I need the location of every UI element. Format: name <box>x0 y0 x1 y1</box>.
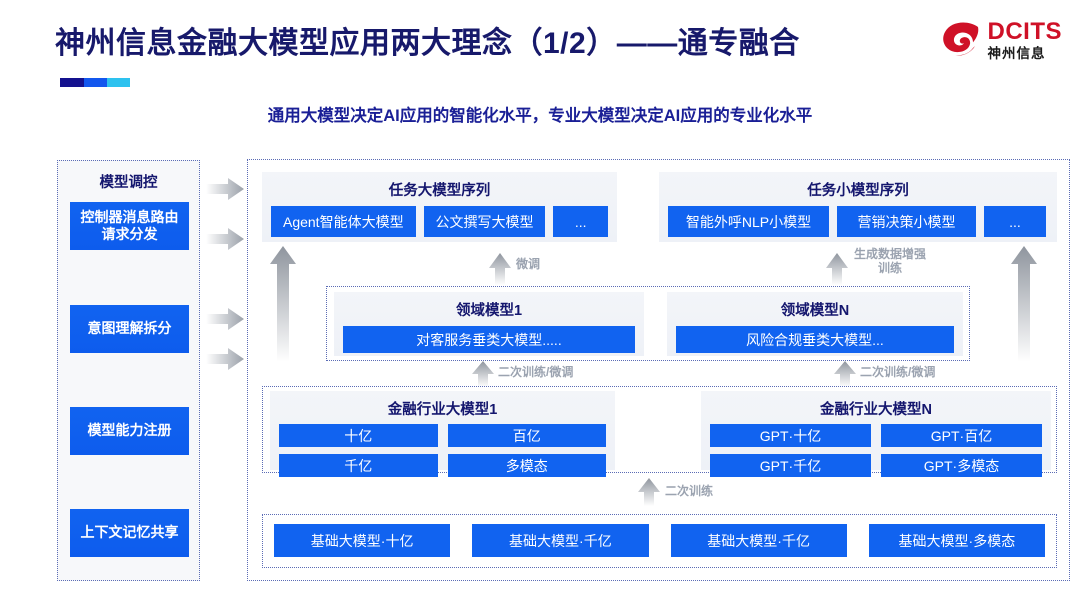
chip-gpt-hundred-billion[interactable]: GPT·千亿 <box>710 454 871 477</box>
chip-foundation-hundred-b[interactable]: 基础大模型·千亿 <box>472 524 649 557</box>
chip-marketing[interactable]: 营销决策小模型 <box>837 206 976 237</box>
chip-risk-compliance-model[interactable]: 风险合规垂类大模型... <box>676 326 954 353</box>
control-button-router[interactable]: 控制器消息路由请求分发 <box>70 202 189 250</box>
industry-model-n-title: 金融行业大模型N <box>820 402 932 418</box>
brand-logo: DCITS 神州信息 <box>942 20 1063 61</box>
chip-hundred-billion[interactable]: 千亿 <box>279 454 438 477</box>
accent-segment-2 <box>84 78 107 87</box>
chip-foundation-multimodal[interactable]: 基础大模型·多模态 <box>868 524 1045 557</box>
label-retrain-finetune-right: 二次训练/微调 <box>860 365 936 379</box>
logo-text-cn: 神州信息 <box>987 46 1046 61</box>
arrow-up-icon-left-tall <box>270 246 296 362</box>
domain-model-1-chips: 对客服务垂类大模型..... <box>334 320 644 362</box>
chip-more-left[interactable]: ... <box>553 206 608 237</box>
task-small-model-chips: 智能外呼NLP小模型 营销决策小模型 ... <box>659 200 1057 246</box>
domain-model-n-panel: 领域模型N 风险合规垂类大模型... <box>667 292 963 356</box>
accent-segment-3 <box>107 78 130 87</box>
domain-model-n-title: 领域模型N <box>780 303 850 319</box>
arrow-up-icon-retrain-left <box>472 361 494 387</box>
industry-model-1-panel: 金融行业大模型1 十亿 百亿 千亿 多模态 <box>270 391 615 477</box>
domain-model-frame: 领域模型1 对客服务垂类大模型..... 领域模型N 风险合规垂类大模型... <box>326 286 970 361</box>
domain-model-1-title: 领域模型1 <box>455 303 523 319</box>
task-large-model-chips: Agent智能体大模型 公文撰写大模型 ... <box>262 200 617 246</box>
task-large-model-title: 任务大模型序列 <box>388 183 491 199</box>
chip-agent-model[interactable]: Agent智能体大模型 <box>271 206 416 237</box>
chip-nlp-outbound[interactable]: 智能外呼NLP小模型 <box>668 206 829 237</box>
control-panel: 模型调控 控制器消息路由请求分发 意图理解拆分 模型能力注册 上下文记忆共享 <box>57 160 200 581</box>
control-button-intent[interactable]: 意图理解拆分 <box>70 305 189 353</box>
foundation-model-frame: 基础大模型·十亿 基础大模型·千亿 基础大模型·千亿 基础大模型·多模态 <box>262 514 1057 568</box>
arrow-up-icon-finetune <box>489 253 511 285</box>
task-small-model-title: 任务小模型序列 <box>807 183 909 199</box>
label-retrain-finetune-left: 二次训练/微调 <box>498 365 574 379</box>
page-title: 神州信息金融大模型应用两大理念（1/2）——通专融合 <box>55 27 800 60</box>
chip-doc-writing[interactable]: 公文撰写大模型 <box>423 206 546 237</box>
chip-gpt-ten-billion[interactable]: GPT·百亿 <box>881 424 1042 447</box>
chip-customer-service-model[interactable]: 对客服务垂类大模型..... <box>343 326 635 353</box>
arrow-right-icon-1 <box>206 178 244 200</box>
chip-foundation-billion[interactable]: 基础大模型·十亿 <box>274 524 451 557</box>
chip-billion[interactable]: 十亿 <box>279 424 438 447</box>
arrow-right-icon-2 <box>206 228 244 250</box>
dcits-swirl-icon <box>942 22 978 56</box>
arrow-up-icon-data-aug <box>826 253 848 285</box>
control-button-registry[interactable]: 模型能力注册 <box>70 407 189 455</box>
chip-foundation-trillion[interactable]: 基础大模型·千亿 <box>670 524 847 557</box>
arrow-right-icon-3 <box>206 308 244 330</box>
arrow-up-icon-right-tall <box>1011 246 1037 362</box>
arrow-right-icon-4 <box>206 348 244 370</box>
chip-more-right[interactable]: ... <box>984 206 1046 237</box>
arrow-up-icon-retrain-right <box>834 361 856 387</box>
arrow-up-icon-retrain <box>638 478 660 506</box>
chip-gpt-multimodal[interactable]: GPT·多模态 <box>881 454 1042 477</box>
label-fine-tune: 微调 <box>516 257 541 271</box>
industry-model-n-panel: 金融行业大模型N GPT·十亿 GPT·百亿 GPT·千亿 GPT·多模态 <box>701 391 1051 477</box>
chip-ten-billion[interactable]: 百亿 <box>447 424 606 447</box>
logo-text-en: DCITS <box>987 18 1062 45</box>
control-button-memory[interactable]: 上下文记忆共享 <box>70 509 189 557</box>
page-subtitle: 通用大模型决定AI应用的智能化水平，专业大模型决定AI应用的专业化水平 <box>267 107 813 125</box>
architecture-diagram: 任务大模型序列 Agent智能体大模型 公文撰写大模型 ... 任务小模型序列 … <box>247 159 1070 581</box>
label-retrain: 二次训练 <box>665 484 714 498</box>
task-small-model-panel: 任务小模型序列 智能外呼NLP小模型 营销决策小模型 ... <box>659 172 1057 242</box>
industry-model-n-chips: GPT·十亿 GPT·百亿 GPT·千亿 GPT·多模态 <box>701 419 1051 484</box>
domain-model-1-panel: 领域模型1 对客服务垂类大模型..... <box>334 292 644 356</box>
foundation-model-chips: 基础大模型·十亿 基础大模型·千亿 基础大模型·千亿 基础大模型·多模态 <box>263 515 1056 566</box>
industry-model-1-title: 金融行业大模型1 <box>387 402 498 418</box>
accent-bar <box>60 78 130 87</box>
chip-gpt-billion[interactable]: GPT·十亿 <box>710 424 871 447</box>
accent-segment-1 <box>60 78 84 87</box>
control-panel-title: 模型调控 <box>99 175 158 191</box>
domain-model-n-chips: 风险合规垂类大模型... <box>667 320 963 362</box>
industry-model-frame: 金融行业大模型1 十亿 百亿 千亿 多模态 金融行业大模型N GPT·十亿 GP… <box>262 386 1057 477</box>
label-data-augmentation: 生成数据增强 训练 <box>854 247 927 275</box>
chip-multimodal[interactable]: 多模态 <box>447 454 606 477</box>
task-large-model-panel: 任务大模型序列 Agent智能体大模型 公文撰写大模型 ... <box>262 172 617 242</box>
industry-model-1-chips: 十亿 百亿 千亿 多模态 <box>270 419 615 484</box>
